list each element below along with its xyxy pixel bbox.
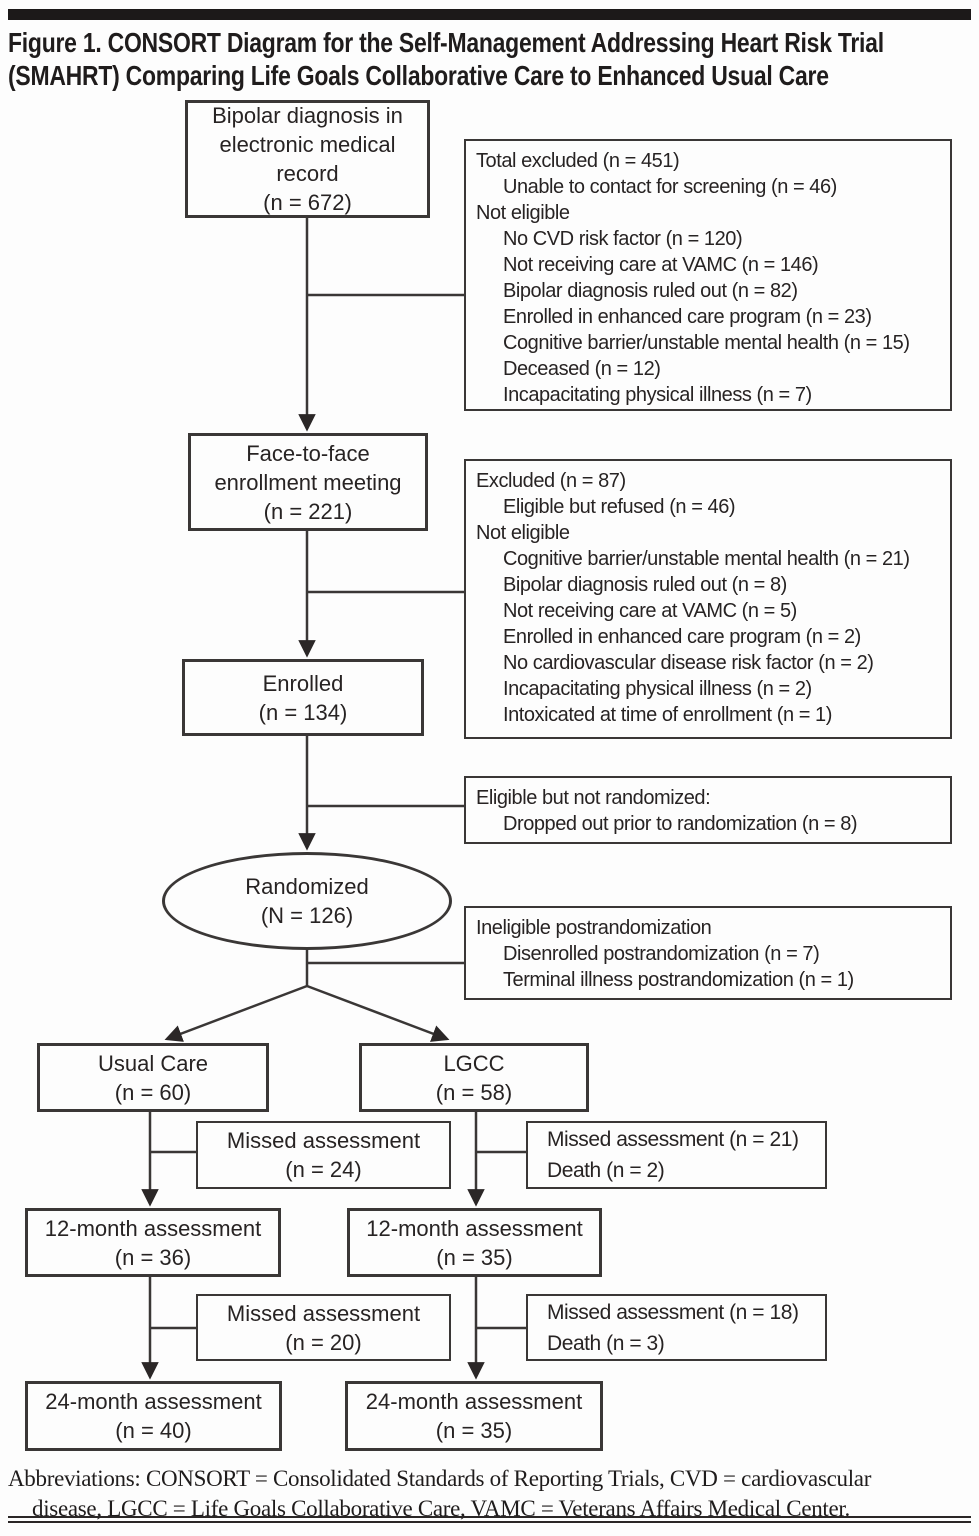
text-line: Deceased (n = 12)	[503, 358, 661, 380]
not-randomized-box: Eligible but not randomized: Dropped out …	[464, 776, 952, 844]
text-line: Total excluded (n = 451)	[476, 150, 680, 172]
text-line: Cognitive barrier/unstable mental health…	[503, 548, 910, 570]
text-line: Unable to contact for screening (n = 46)	[503, 176, 837, 198]
figure-title: Figure 1. CONSORT Diagram for the Self-M…	[8, 27, 884, 91]
lgcc-arm-box: LGCC (n = 58)	[359, 1043, 589, 1112]
text-line: Not receiving care at VAMC (n = 5)	[503, 600, 797, 622]
text-line: No CVD risk factor (n = 120)	[503, 228, 743, 250]
text-line: Eligible but not randomized:	[476, 787, 711, 809]
text-line: Excluded (n = 87)	[476, 470, 626, 492]
text-line: Abbreviations: CONSORT = Consolidated St…	[8, 1466, 872, 1491]
text-line: Enrolled in enhanced care program (n = 2…	[503, 306, 872, 328]
text-line: Cognitive barrier/unstable mental health…	[503, 332, 910, 354]
excluded-enrollment-box: Excluded (n = 87) Eligible but refused (n…	[464, 459, 952, 739]
assessment-12-month-lgcc-box: 12-month assessment (n = 35)	[347, 1208, 602, 1277]
enrolled-box: Enrolled (n = 134)	[182, 659, 424, 736]
missed-assessment-24-usual-care-box: Missed assessment (n = 20)	[196, 1294, 451, 1361]
missed-assessment-24-lgcc-box: Missed assessment (n = 18) Death (n = 3)	[526, 1294, 827, 1361]
assessment-24-month-usual-care-box: 24-month assessment (n = 40)	[25, 1381, 282, 1451]
randomized-ellipse: Randomized (N = 126)	[162, 852, 452, 950]
missed-assessment-12-lgcc-box: Missed assessment (n = 21) Death (n = 2)	[526, 1121, 827, 1189]
text-line: Bipolar diagnosis ruled out (n = 8)	[503, 574, 787, 596]
text-line: Disenrolled postrandomization (n = 7)	[503, 943, 820, 965]
abbreviations-note: Abbreviations: CONSORT = Consolidated St…	[8, 1464, 972, 1524]
text-line: Not receiving care at VAMC (n = 146)	[503, 254, 819, 276]
text-line: No cardiovascular disease risk factor (n…	[503, 652, 874, 674]
top-rule	[8, 9, 971, 20]
assessment-24-month-lgcc-box: 24-month assessment (n = 35)	[345, 1381, 603, 1451]
text-line: Terminal illness postrandomization (n = …	[503, 969, 854, 991]
text-line: Eligible but refused (n = 46)	[503, 496, 736, 518]
text-line: Death (n = 2)	[547, 1159, 665, 1182]
text-line: Bipolar diagnosis ruled out (n = 82)	[503, 280, 798, 302]
text-line: Missed assessment (n = 18)	[547, 1300, 799, 1324]
text-line: Missed assessment (n = 21)	[547, 1128, 799, 1151]
usual-care-arm-box: Usual Care (n = 60)	[37, 1043, 269, 1112]
excluded-screening-box: Total excluded (n = 451) Unable to contac…	[464, 139, 952, 411]
text-line: Dropped out prior to randomization (n = …	[503, 813, 858, 835]
connector-to-lgcc	[306, 984, 450, 1042]
text-line: Incapacitating physical illness (n = 2)	[503, 678, 812, 700]
text-line: Intoxicated at time of enrollment (n = 1…	[503, 704, 832, 726]
text-line: Not eligible	[476, 522, 570, 544]
assessment-12-month-usual-care-box: 12-month assessment (n = 36)	[25, 1208, 281, 1277]
text-line: Ineligible postrandomization	[476, 917, 712, 939]
missed-assessment-12-usual-care-box: Missed assessment (n = 24)	[196, 1121, 451, 1189]
emr-diagnosis-box: Bipolar diagnosis in electronic medical …	[185, 100, 430, 218]
connector-to-usual-care	[164, 984, 308, 1042]
bottom-rule	[8, 1516, 971, 1523]
text-line: Death (n = 3)	[547, 1331, 665, 1355]
text-line: Incapacitating physical illness (n = 7)	[503, 384, 812, 406]
enrollment-meeting-box: Face-to-face enrollment meeting (n = 221…	[188, 433, 428, 531]
text-line: Not eligible	[476, 202, 570, 224]
text-line: Enrolled in enhanced care program (n = 2…	[503, 626, 861, 648]
